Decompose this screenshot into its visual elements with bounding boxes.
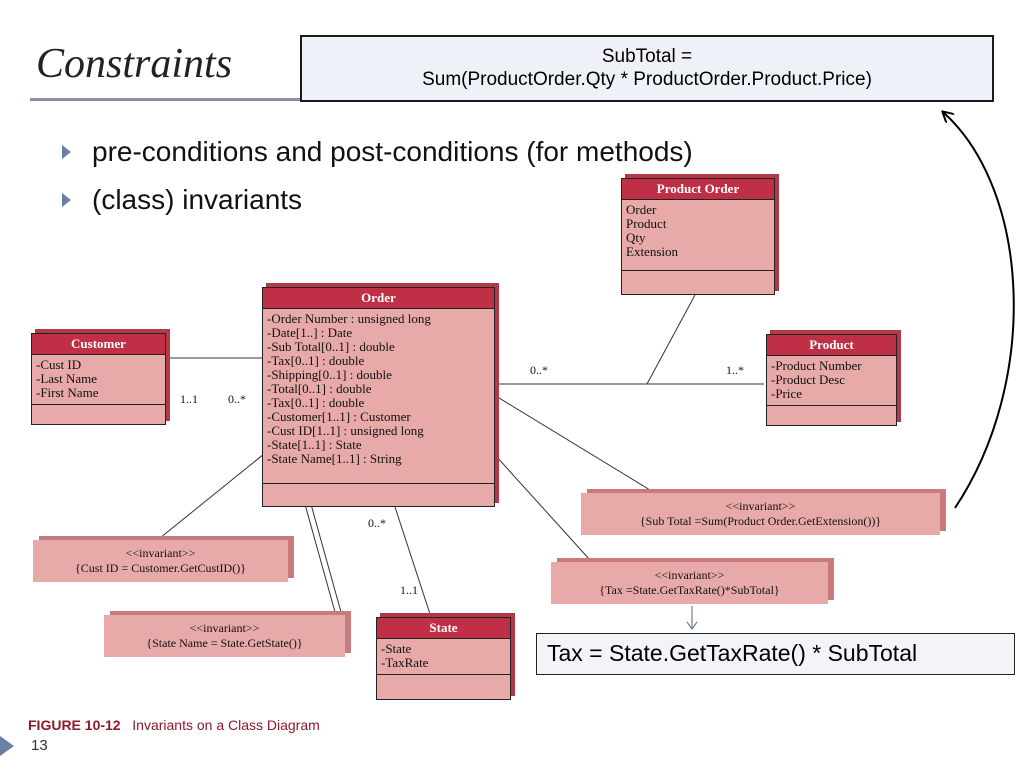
title-underline (30, 98, 302, 101)
invariant-custid: <<invariant>> {Cust ID = Customer.GetCus… (33, 540, 288, 582)
footer-arrow-icon (0, 736, 14, 756)
invariant-stereotype: <<invariant>> (654, 568, 725, 582)
class-attribute: -Shipping[0..1] : double (267, 367, 392, 382)
class-attribute: -Tax[0..1] : double (267, 353, 365, 368)
class-attribute: -Product Desc (771, 372, 846, 387)
assoc-order-state (394, 506, 431, 615)
invariant-expression: {State Name = State.GetState()} (146, 636, 303, 650)
multiplicity-label: 1..1 (180, 392, 198, 406)
class-attribute: -Date[1..] : Date (267, 325, 353, 340)
figure-title: Invariants on a Class Diagram (132, 717, 320, 733)
class-attribute: -Order Number : unsigned long (267, 311, 431, 326)
class-header: Order (263, 288, 494, 309)
class-attribute: -Price (771, 386, 803, 401)
invariant-tax: <<invariant>> {Tax =State.GetTaxRate()*S… (551, 562, 828, 604)
class-header: Product Order (622, 179, 774, 200)
bullet-preconditions: pre-conditions and post-conditions (for … (92, 136, 693, 167)
class-header: Product (767, 335, 896, 356)
class-attribute: -State (381, 641, 412, 656)
class-attribute: -First Name (36, 385, 99, 400)
class-attribute: -Cust ID[1..1] : unsigned long (267, 423, 424, 438)
class-attribute: -TaxRate (381, 655, 429, 670)
callout-line-1: SubTotal = (601, 46, 693, 67)
figure-number: FIGURE 10-12 (28, 717, 121, 733)
multiplicity-label: 0..* (228, 392, 246, 406)
callout-line-2: Sum(ProductOrder.Qty * ProductOrder.Prod… (422, 69, 872, 90)
invariant-expression: {Tax =State.GetTaxRate()*SubTotal} (599, 583, 780, 597)
class-header: Customer (32, 334, 165, 355)
class-attributes: -Product Number -Product Desc -Price (767, 356, 896, 406)
class-attribute: Order (626, 202, 657, 217)
bullet-invariants: (class) invariants (92, 184, 303, 215)
assoc-productorder-link (646, 294, 696, 385)
class-customer: Customer -Cust ID -Last Name -First Name (31, 333, 166, 425)
invariant-stereotype: <<invariant>> (725, 499, 796, 513)
class-product-order: Product Order Order Product Qty Extensio… (621, 178, 775, 295)
class-attributes: -State -TaxRate (377, 639, 510, 675)
class-header: State (377, 618, 510, 639)
multiplicity-label: 1..1 (400, 583, 418, 597)
class-attribute: -Sub Total[0..1] : double (267, 339, 395, 354)
slide-number: 13 (31, 737, 48, 754)
class-attribute: Product (626, 216, 667, 231)
class-attribute: -Last Name (36, 371, 98, 386)
class-attribute: -Total[0..1] : double (267, 381, 372, 396)
class-attributes: -Cust ID -Last Name -First Name (32, 355, 165, 405)
class-attributes: -Order Number : unsigned long -Date[1..]… (263, 309, 494, 484)
class-attribute: -Customer[1..1] : Customer (267, 409, 411, 424)
invariant-statename: <<invariant>> {State Name = State.GetSta… (104, 615, 345, 657)
bullet-arrow-icon (62, 193, 71, 207)
invariant-expression: {Sub Total =Sum(Product Order.GetExtensi… (639, 514, 882, 528)
bullet-arrow-icon (62, 145, 71, 159)
invariant-subtotal: <<invariant>> {Sub Total =Sum(Product Or… (581, 493, 940, 535)
figure-caption: FIGURE 10-12 Invariants on a Class Diagr… (28, 717, 320, 733)
multiplicity-label: 0..* (530, 363, 548, 377)
class-attribute: -State[1..1] : State (267, 437, 362, 452)
class-order: Order -Order Number : unsigned long -Dat… (262, 287, 495, 507)
invariant-stereotype: <<invariant>> (125, 546, 196, 560)
class-attribute: Extension (626, 244, 678, 259)
class-attribute: -Tax[0..1] : double (267, 395, 365, 410)
class-attribute: Qty (626, 230, 646, 245)
invariant-stereotype: <<invariant>> (189, 621, 260, 635)
class-product: Product -Product Number -Product Desc -P… (766, 334, 897, 426)
class-attribute: -State Name[1..1] : String (267, 451, 402, 466)
class-state: State -State -TaxRate (376, 617, 511, 700)
invariant-expression: {Cust ID = Customer.GetCustID()} (75, 561, 246, 575)
subtotal-arrow (943, 112, 1015, 509)
tax-arrow (686, 606, 698, 631)
multiplicity-label: 0..* (368, 516, 386, 530)
class-attributes: Order Product Qty Extension (622, 200, 774, 271)
multiplicity-label: 1..* (726, 363, 744, 377)
slide-title: Constraints (36, 41, 233, 87)
subtotal-callout: SubTotal = Sum(ProductOrder.Qty * Produc… (300, 35, 994, 102)
class-attribute: -Product Number (771, 358, 862, 373)
tax-formula-box: Tax = State.GetTaxRate() * SubTotal (536, 633, 1015, 675)
class-attribute: -Cust ID (36, 357, 82, 372)
